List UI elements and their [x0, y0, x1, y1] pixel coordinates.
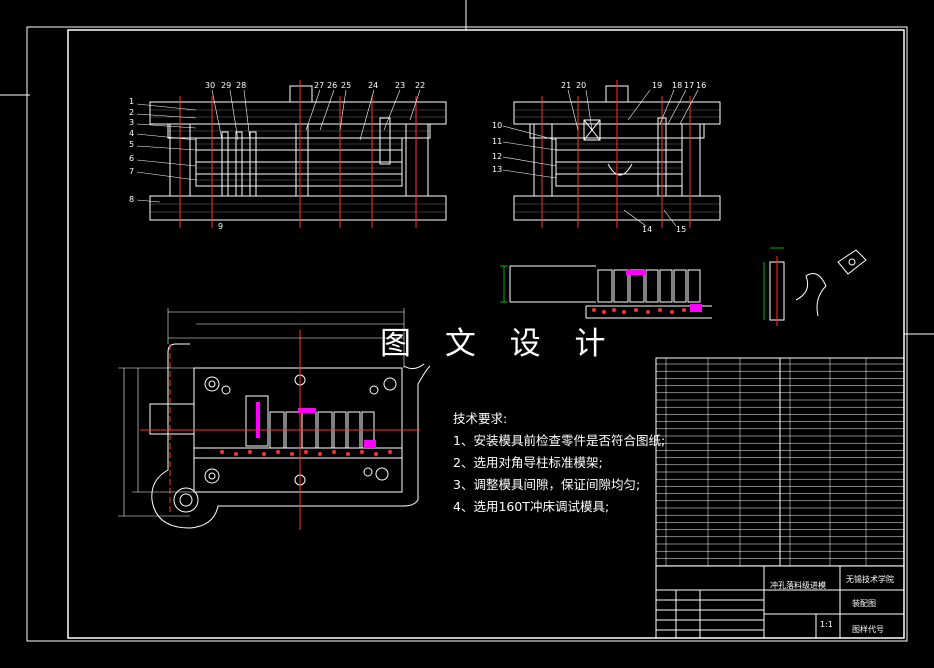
part-number-label: 22: [415, 81, 426, 90]
strip-dimension: [500, 265, 508, 303]
part-number-label: 4: [129, 129, 135, 138]
section-left-hatch: [150, 109, 446, 213]
part-number-label: 10: [492, 121, 503, 130]
tech-requirement-item: 1、安装模具前检查零件是否符合图纸;: [453, 433, 666, 448]
tech-requirement-item: 2、选用对角导柱标准模架;: [453, 455, 603, 470]
part-number-label: 20: [576, 81, 587, 90]
part-number-label: 5: [129, 140, 135, 149]
plan-view-centerlines: [140, 330, 420, 530]
part-number-label: 6: [129, 154, 135, 163]
part-number-label: 3: [129, 118, 135, 127]
part-number-label: 18: [672, 81, 683, 90]
scale-label: 1:1: [820, 620, 833, 629]
part-detail-dims: [763, 247, 784, 320]
plan-view: [149, 343, 431, 529]
school-name: 无锡技术学院: [846, 575, 894, 584]
bom-rows: [656, 358, 904, 566]
part-number-label: 29: [221, 81, 232, 90]
part-number-label: 14: [642, 225, 653, 234]
section-view-left: [149, 85, 447, 221]
section-left-centerlines: [179, 80, 417, 228]
part-number-label: 28: [236, 81, 247, 90]
part-number-label: 21: [561, 81, 572, 90]
part-number-label: 27: [314, 81, 325, 90]
drawing-name: 冲孔落料级进模: [770, 581, 826, 590]
part-number-label: 1: [129, 97, 135, 106]
drawing-code: 图样代号: [852, 625, 884, 634]
tech-requirement-item: 4、选用160T冲床调试模具;: [453, 499, 610, 514]
section-right-centerlines: [541, 80, 691, 228]
part-number-label: 8: [129, 195, 135, 204]
tech-requirement-item: 3、调整模具间隙，保证间隙均匀;: [453, 477, 641, 492]
tech-requirements-title: 技术要求:: [453, 411, 508, 426]
sheet-frame: [0, 0, 934, 642]
watermark: 图 文 设 计: [380, 326, 618, 362]
view-name: 装配图: [852, 599, 876, 608]
part-number-label: 9: [218, 222, 224, 231]
part-number-label: 19: [652, 81, 663, 90]
plan-view-accents: [220, 402, 392, 456]
section-right-leaders: [502, 89, 699, 227]
technical-requirements: 技术要求: 1、安装模具前检查零件是否符合图纸; 2、选用对角导柱标准模架; 3…: [453, 408, 665, 518]
part-number-label: 16: [696, 81, 707, 90]
part-number-label: 2: [129, 108, 135, 117]
part-number-label: 30: [205, 81, 216, 90]
part-number-label: 15: [676, 225, 687, 234]
part-detail-views: [769, 249, 867, 326]
plan-view-dimensions: [118, 308, 405, 517]
part-number-label: 17: [684, 81, 695, 90]
part-number-label: 7: [129, 167, 135, 176]
part-number-label: 24: [368, 81, 379, 90]
title-block: [655, 357, 905, 639]
part-number-label: 12: [492, 152, 503, 161]
section-left-leaders: [136, 89, 421, 203]
part-number-label: 11: [492, 137, 503, 146]
strip-layout: [509, 265, 712, 319]
part-number-label: 23: [395, 81, 406, 90]
strip-accents: [592, 270, 702, 314]
part-number-label: 25: [341, 81, 352, 90]
part-number-label: 26: [327, 81, 338, 90]
part-number-label: 13: [492, 165, 503, 174]
